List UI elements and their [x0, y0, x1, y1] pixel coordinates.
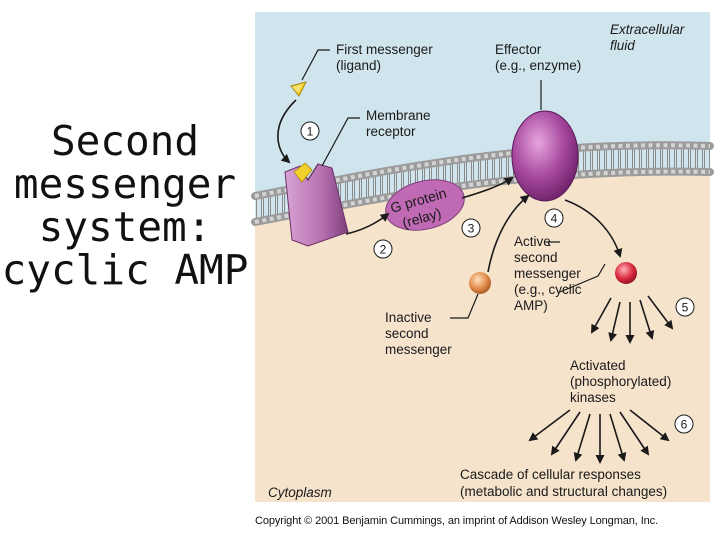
cascade-arrows — [528, 409, 670, 464]
first-messenger-label: First messenger (ligand) — [336, 42, 433, 73]
cascade-label: Cascade of cellular responses (metabolic… — [460, 467, 667, 499]
svg-text:messenger: messenger — [385, 342, 452, 357]
arrow-ligand-to-receptor — [277, 99, 297, 164]
flow-arrows — [277, 99, 623, 273]
arrow-inactive-to-effector — [487, 194, 530, 273]
membrane-receptor-label: Membrane receptor — [366, 108, 431, 139]
step-markers: 1 2 3 4 5 6 — [300, 121, 695, 434]
arrow-effector-to-active — [564, 199, 623, 258]
svg-text:fluid: fluid — [610, 38, 635, 53]
arrow-receptor-to-gprotein — [345, 212, 390, 235]
activated-kinases-label: Activated (phosphorylated) kinases — [570, 358, 671, 405]
step-number-3: 3 — [468, 222, 475, 236]
bound-ligand — [293, 162, 313, 183]
svg-text:second: second — [514, 250, 558, 265]
step-number-4: 4 — [551, 212, 558, 226]
kinase-arrows — [591, 295, 674, 344]
svg-text:second: second — [385, 326, 429, 341]
step-number-5: 5 — [682, 301, 689, 315]
svg-text:(phosphorylated): (phosphorylated) — [570, 374, 671, 389]
cytoplasm-label: Cytoplasm — [268, 485, 332, 500]
active-second-messenger — [615, 262, 637, 284]
effector-enzyme — [511, 110, 579, 202]
step-number-1: 1 — [307, 125, 314, 139]
ligand-first-messenger — [290, 81, 307, 97]
title-line: cyclic AMP — [1, 246, 249, 294]
svg-text:receptor: receptor — [366, 124, 416, 139]
svg-text:(e.g., cyclic: (e.g., cyclic — [514, 282, 582, 297]
active-second-messenger-label: Active second messenger (e.g., cyclic AM… — [514, 234, 582, 313]
extracellular-label: Extracellular fluid — [610, 22, 685, 53]
copyright-notice: Copyright © 2001 Benjamin Cummings, an i… — [255, 515, 659, 527]
svg-text:Active: Active — [514, 234, 551, 249]
svg-text:(e.g., enzyme): (e.g., enzyme) — [495, 58, 581, 73]
effector-label: Effector (e.g., enzyme) — [495, 42, 581, 73]
svg-text:Cascade of cellular responses: Cascade of cellular responses — [460, 467, 641, 482]
title-line: messenger — [13, 160, 237, 208]
inactive-second-messenger — [469, 272, 491, 294]
step-number-2: 2 — [380, 243, 387, 257]
arrow-gprotein-to-effector — [461, 176, 514, 199]
svg-text:Activated: Activated — [570, 358, 626, 373]
title-line: Second — [50, 117, 200, 165]
svg-text:Effector: Effector — [495, 42, 542, 57]
svg-text:Inactive: Inactive — [385, 310, 432, 325]
svg-text:messenger: messenger — [514, 266, 581, 281]
svg-text:AMP): AMP) — [514, 298, 548, 313]
svg-text:First messenger: First messenger — [336, 42, 433, 57]
slide-title: Second messenger system: cyclic AMP — [0, 120, 250, 292]
svg-text:Extracellular: Extracellular — [610, 22, 685, 37]
svg-text:(ligand): (ligand) — [336, 58, 381, 73]
svg-text:kinases: kinases — [570, 390, 616, 405]
leader-lines — [301, 49, 606, 319]
cytoplasm-region — [255, 171, 710, 502]
inactive-second-messenger-label: Inactive second messenger — [385, 310, 452, 357]
svg-text:Membrane: Membrane — [366, 108, 431, 123]
title-line: system: — [38, 203, 212, 251]
svg-text:(metabolic and structural chan: (metabolic and structural changes) — [460, 484, 667, 499]
step-number-6: 6 — [681, 418, 688, 432]
